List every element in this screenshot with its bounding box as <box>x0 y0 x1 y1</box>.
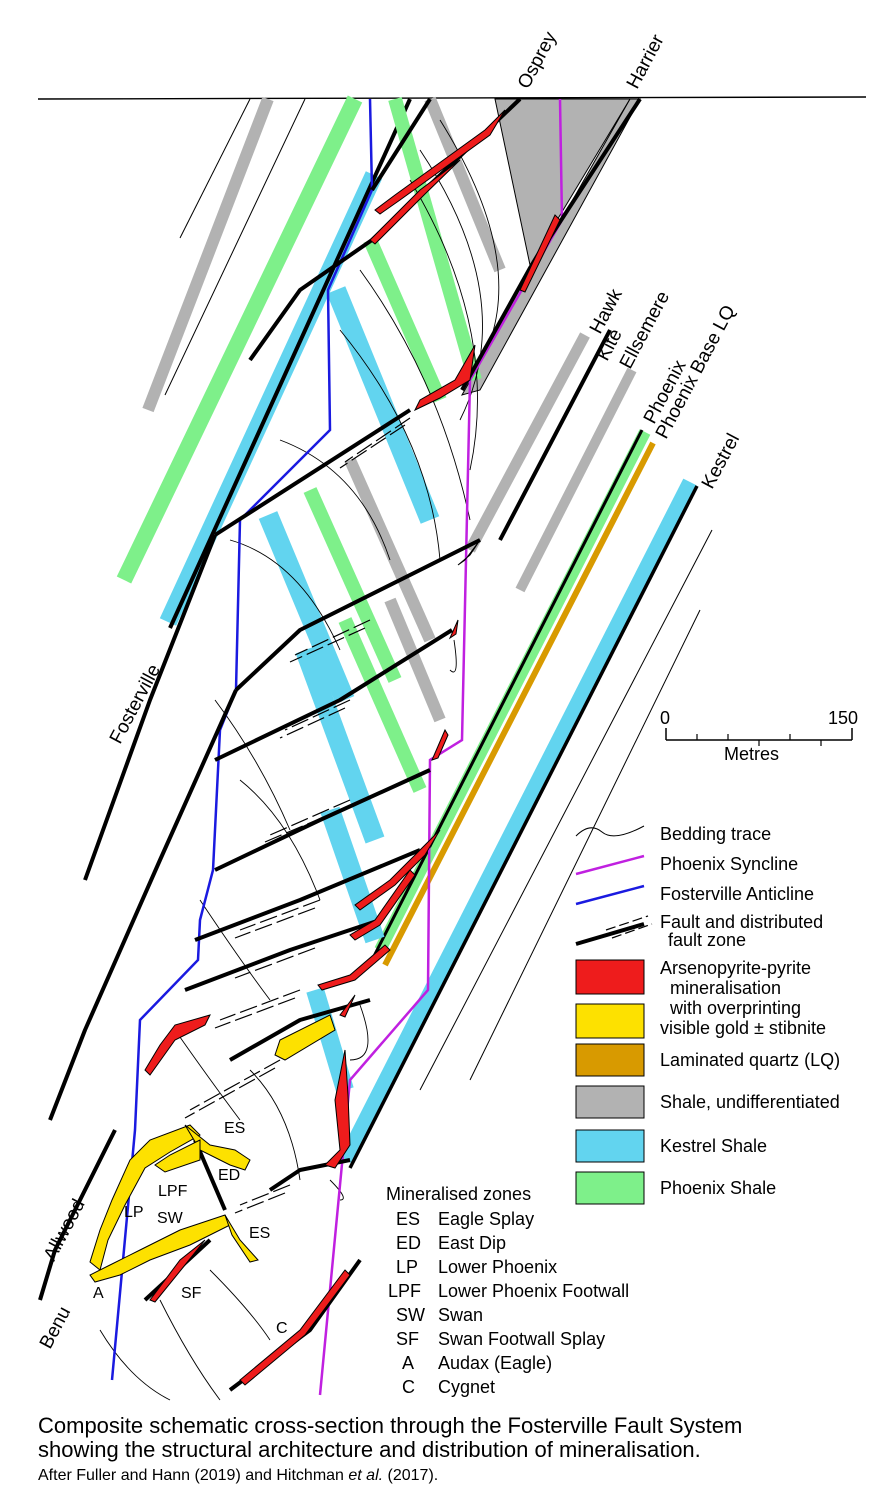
zone-label-lp: LP <box>124 1204 144 1221</box>
zone-label-a: A <box>93 1285 104 1302</box>
fault-label-benu: Benu <box>36 1303 75 1352</box>
zone-label-sf: SF <box>181 1285 202 1302</box>
zone-key-code-lpf: LPF <box>388 1281 421 1301</box>
visible-gold-mineralisation <box>89 1014 336 1283</box>
legend-label-phoenix-syncline: Phoenix Syncline <box>660 854 798 874</box>
legend-label-laminated-quartz: Laminated quartz (LQ) <box>660 1050 840 1070</box>
zone-key-code-lp: LP <box>396 1257 418 1277</box>
legend: Bedding trace Phoenix Syncline Fostervil… <box>575 824 840 1205</box>
legend-symbol-bedding <box>575 825 645 837</box>
fault-label-harrier: Harrier <box>623 31 669 93</box>
caption-line-1: Composite schematic cross-section throug… <box>38 1413 743 1438</box>
scale-bar: 0 150 Metres <box>660 708 858 764</box>
east-limb-layers <box>338 329 713 1169</box>
zone-label-sw: SW <box>157 1210 184 1227</box>
zone-key-name-es: Eagle Splay <box>438 1209 534 1229</box>
legend-symbol-fosterville-anticline <box>575 884 645 906</box>
legend-swatch-shale <box>575 1085 645 1119</box>
zones-key-title: Mineralised zones <box>386 1184 531 1204</box>
zone-label-es-upper: ES <box>224 1120 245 1137</box>
legend-symbol-phoenix-syncline <box>575 854 645 876</box>
faults <box>38 97 642 1392</box>
legend-label-bedding: Bedding trace <box>660 824 771 844</box>
caption-line-2: showing the structural architecture and … <box>38 1437 701 1462</box>
legend-label-kestrel-shale: Kestrel Shale <box>660 1136 767 1156</box>
bedding-traces <box>99 119 500 1401</box>
zone-key-name-ed: East Dip <box>438 1233 506 1253</box>
zone-key-name-sw: Swan <box>438 1305 483 1325</box>
scale-min-label: 0 <box>660 708 670 728</box>
zone-key-name-lpf: Lower Phoenix Footwall <box>438 1281 629 1301</box>
zone-key-code-sf: SF <box>396 1329 419 1349</box>
legend-swatch-laminated-quartz <box>575 1043 645 1077</box>
legend-swatch-phoenix-shale <box>575 1171 645 1205</box>
legend-label-phoenix-shale: Phoenix Shale <box>660 1178 776 1198</box>
zone-key-code-a: A <box>402 1353 414 1373</box>
legend-swatch-visible-gold <box>575 1003 645 1039</box>
fault-label-ellsemere: Ellsemere <box>616 288 674 372</box>
zone-key-code-ed: ED <box>396 1233 421 1253</box>
arsenopyrite-mineralisation <box>99 109 561 1386</box>
legend-label-mineralisation-line1: Arsenopyrite-pyrite <box>660 958 811 978</box>
legend-swatch-kestrel-shale <box>575 1129 645 1163</box>
legend-symbol-fault <box>575 915 653 946</box>
zone-key-code-c: C <box>402 1377 415 1397</box>
zone-label-es-lower: ES <box>249 1225 270 1242</box>
zone-key-name-c: Cygnet <box>438 1377 495 1397</box>
legend-label-shale: Shale, undifferentiated <box>660 1092 840 1112</box>
scale-max-label: 150 <box>828 708 858 728</box>
zone-label-ed: ED <box>218 1167 240 1184</box>
legend-label-fault-line1: Fault and distributed <box>660 912 823 932</box>
zone-key-name-a: Audax (Eagle) <box>438 1353 552 1373</box>
scale-unit-label: Metres <box>724 744 779 764</box>
west-limb-layers <box>116 95 412 629</box>
figure-caption: Composite schematic cross-section throug… <box>38 1414 878 1488</box>
ground-surface <box>37 96 867 100</box>
syncline-layers <box>258 96 641 1093</box>
caption-citation-italic: et al. <box>348 1467 384 1484</box>
legend-swatch-arsenopyrite <box>575 959 645 995</box>
zone-label-lpf: LPF <box>158 1183 188 1200</box>
mineralised-zones-key: Mineralised zones ES Eagle Splay ED East… <box>386 1184 629 1397</box>
zone-key-code-es: ES <box>396 1209 420 1229</box>
legend-label-mineralisation-line3: with overprinting <box>669 998 801 1018</box>
legend-label-fosterville-anticline: Fosterville Anticline <box>660 884 814 904</box>
legend-label-mineralisation-line2: mineralisation <box>670 978 781 998</box>
zone-key-code-sw: SW <box>396 1305 425 1325</box>
zone-key-name-lp: Lower Phoenix <box>438 1257 557 1277</box>
zone-label-c: C <box>276 1320 288 1337</box>
legend-label-fault-line2: fault zone <box>668 930 746 950</box>
caption-citation-suffix: (2017). <box>383 1467 439 1484</box>
zone-key-name-sf: Swan Footwall Splay <box>438 1329 605 1349</box>
caption-citation-prefix: After Fuller and Hann (2019) and Hitchma… <box>38 1467 349 1484</box>
fault-label-allwood: Allwood <box>40 1196 90 1265</box>
fault-label-osprey: Osprey <box>514 28 562 92</box>
distributed-fault-zones <box>184 417 411 1214</box>
fault-label-kestrel: Kestrel <box>698 430 744 492</box>
legend-label-mineralisation-line4: visible gold ± stibnite <box>660 1018 826 1038</box>
caption-citation: After Fuller and Hann (2019) and Hitchma… <box>38 1464 878 1488</box>
